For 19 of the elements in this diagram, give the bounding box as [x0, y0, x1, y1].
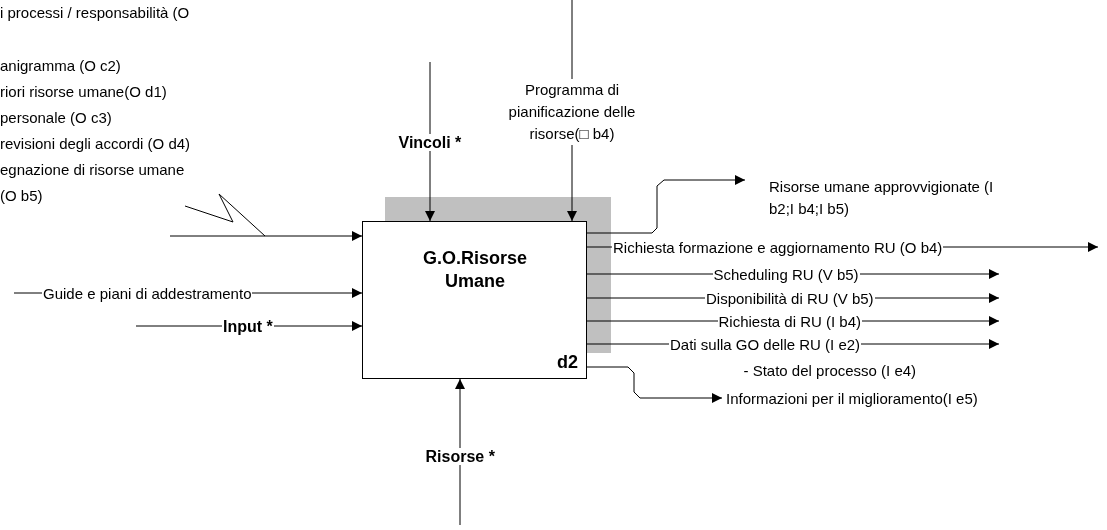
- process-title: G.O.Risorse Umane: [421, 247, 528, 293]
- arrow: [169, 231, 363, 241]
- arrow: [586, 366, 723, 403]
- arrow: [586, 175, 746, 234]
- note-text: i processi / responsabilità (O: [0, 3, 191, 23]
- leader-line: [184, 193, 266, 237]
- edge-label: Vincoli *: [397, 133, 463, 151]
- note-text: egnazione di risorse umane (O b5): [0, 160, 186, 206]
- edge-label: Risorse *: [424, 447, 496, 465]
- arrow: [455, 378, 465, 526]
- process-box: [362, 221, 587, 379]
- note-text: revisioni degli accordi (O d4): [0, 134, 192, 154]
- note-text: riori risorse umane(O d1): [0, 82, 168, 102]
- edge-label: Risorse umane approvvigionate (I b2;I b4;I b5): [768, 177, 995, 219]
- edge-label: Input *: [222, 317, 274, 335]
- note-text: anigramma (O c2): [0, 56, 122, 76]
- note-text: personale (O c3): [0, 108, 113, 128]
- arrow: [425, 61, 435, 222]
- node-id: d2: [557, 351, 578, 374]
